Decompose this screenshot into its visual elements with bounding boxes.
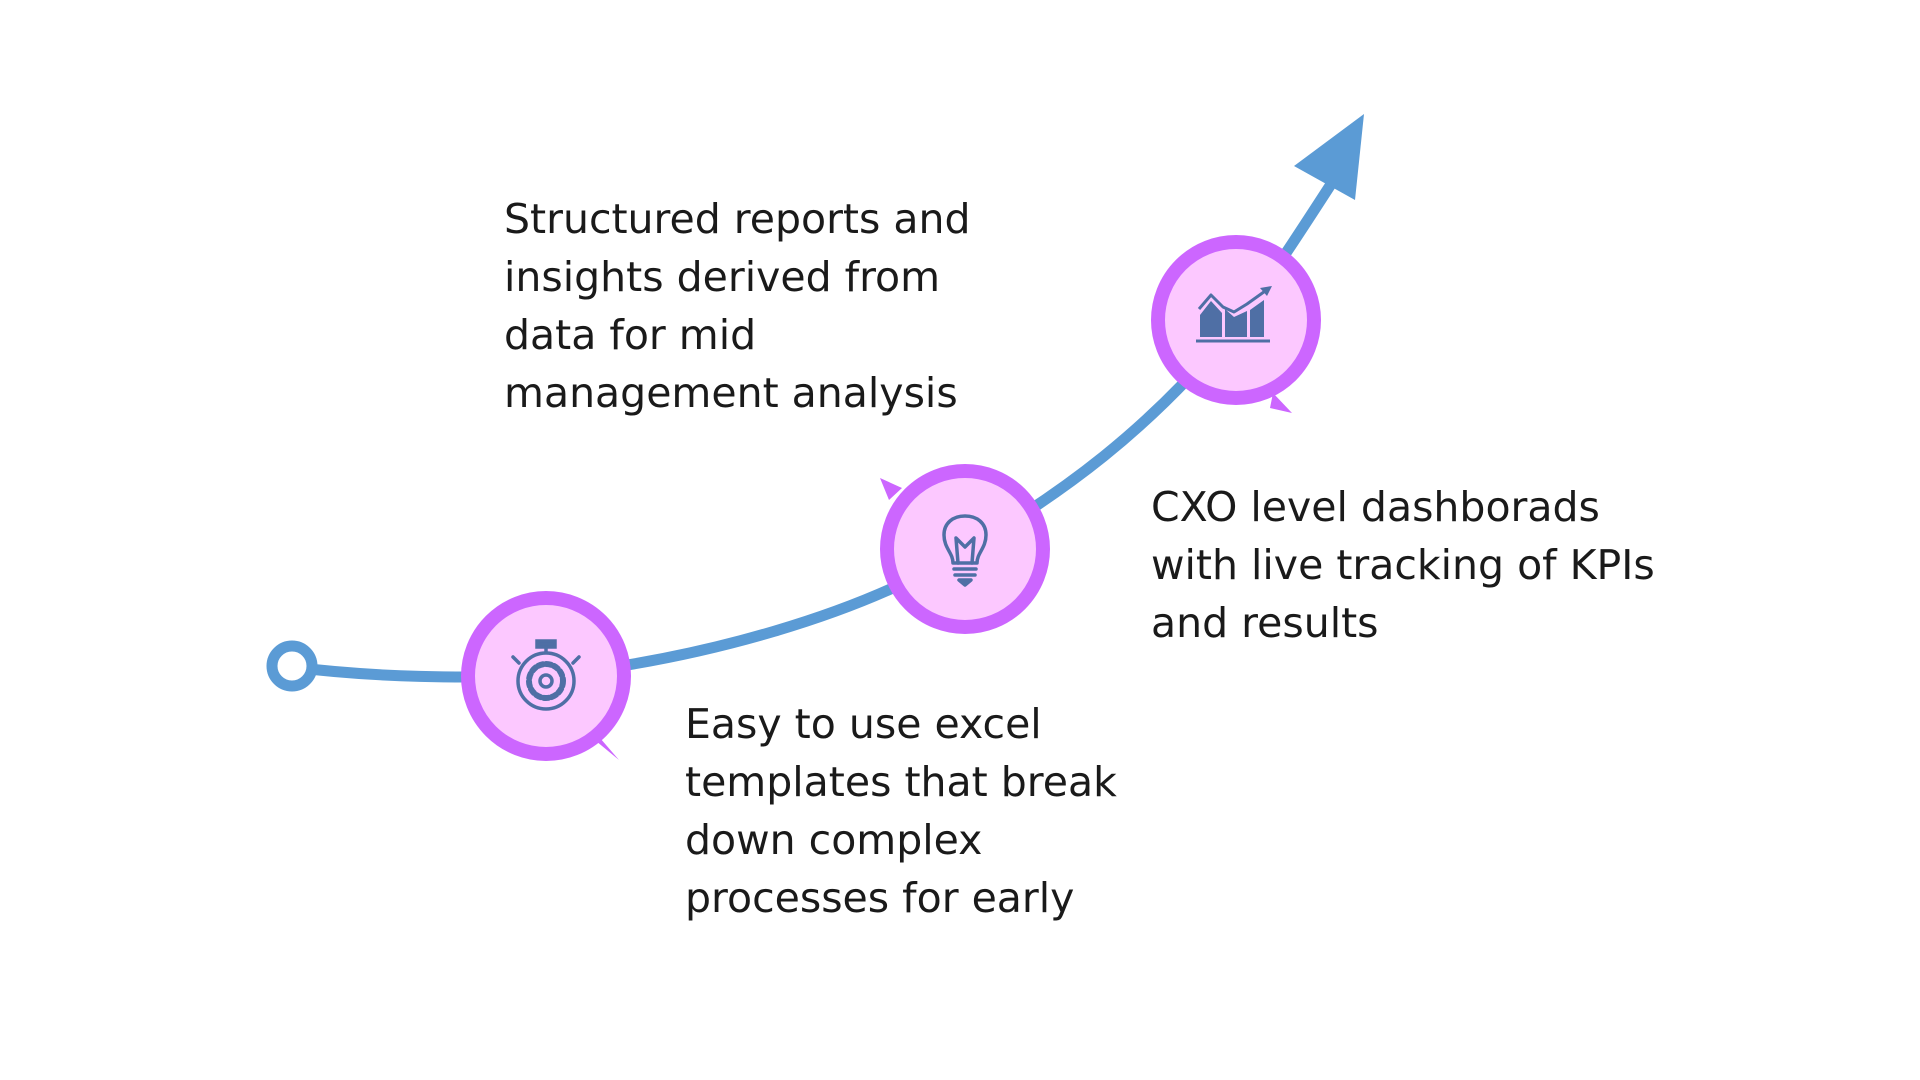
- node-pointer: [1270, 393, 1292, 413]
- node-ring: [880, 464, 1050, 634]
- step-3-line: CXO level dashborads: [1151, 483, 1600, 531]
- step-3-line: and results: [1151, 599, 1379, 647]
- step-2-line: insights derived from: [504, 253, 941, 301]
- node-pointer: [880, 478, 902, 500]
- lightbulb-icon: [942, 514, 988, 587]
- step-2-line: data for mid: [504, 311, 757, 359]
- node-pointer: [596, 738, 619, 760]
- step-3-line: with live tracking of KPIs: [1151, 541, 1655, 589]
- step-node-1: [461, 591, 631, 761]
- step-1-line: processes for early: [685, 874, 1075, 922]
- path-start-marker: [266, 640, 318, 692]
- step-2-line: management analysis: [504, 369, 958, 417]
- step-1-line: down complex: [685, 816, 983, 864]
- step-node-3: [1151, 235, 1321, 413]
- path-arrowhead: [1294, 114, 1364, 200]
- stopwatch-gear-icon: [511, 639, 581, 711]
- step-3-description: CXO level dashborads with live tracking …: [1151, 478, 1655, 652]
- step-1-line: Easy to use excel: [685, 700, 1042, 748]
- step-1-description: Easy to use excel templates that break d…: [685, 695, 1117, 927]
- step-2-description: Structured reports and insights derived …: [504, 190, 971, 422]
- step-2-line: Structured reports and: [504, 195, 971, 243]
- bar-chart-trend-icon: [1196, 286, 1272, 343]
- step-node-2: [880, 464, 1050, 634]
- step-1-line: templates that break: [685, 758, 1117, 806]
